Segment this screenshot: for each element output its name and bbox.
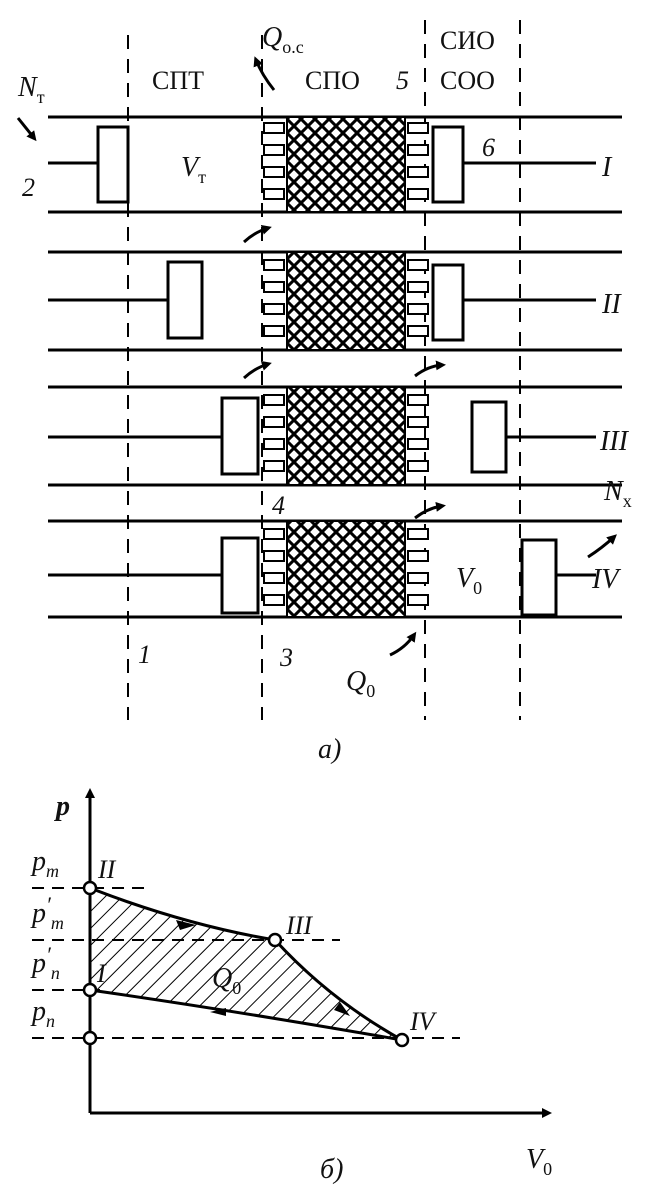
zone-label-spt: СПТ xyxy=(152,66,204,95)
label-6: 6 xyxy=(482,133,495,162)
part-b: p V0 pm p′m p′n pn II III I IV Q0 б) xyxy=(30,788,552,1185)
label-pn: pn xyxy=(30,996,55,1031)
label-pn-prime: p′n xyxy=(30,942,60,983)
piston-hot-4 xyxy=(220,536,260,615)
row-label-ii: II xyxy=(601,289,622,320)
point-origin-pn xyxy=(82,1030,98,1046)
regenerator-row-3 xyxy=(286,386,406,486)
volume-label-t: Vт xyxy=(181,152,206,187)
part-a: СПТ СПО СИО СОО 1 2 3 4 5 6 Qо.с Q0 Nт N… xyxy=(16,20,632,765)
label-1: 1 xyxy=(138,640,151,669)
point-ii xyxy=(82,880,98,896)
regenerator-row-2 xyxy=(286,251,406,351)
piston-hot-1 xyxy=(96,125,130,204)
piston-hot-2 xyxy=(166,260,204,340)
zone-label-sio: СИО xyxy=(440,26,495,55)
heat-label-bottom: Q0 xyxy=(346,666,375,701)
zone-label-spo: СПО xyxy=(305,66,360,95)
zone-label-soo: СОО xyxy=(440,66,495,95)
area-label-q0: Q0 xyxy=(212,963,241,998)
caption-a: а) xyxy=(318,734,341,765)
point-label-ii: II xyxy=(97,855,117,884)
label-2: 2 xyxy=(22,173,35,202)
piston-hot-3 xyxy=(220,396,260,476)
row-label-iv: IV xyxy=(591,564,621,595)
piston-cold-4 xyxy=(520,538,558,617)
volume-label-0: V0 xyxy=(456,563,482,598)
point-label-iv: IV xyxy=(409,1007,438,1036)
point-iii xyxy=(267,932,283,948)
point-iv xyxy=(394,1032,410,1048)
label-3: 3 xyxy=(279,643,293,672)
regenerator-row-1 xyxy=(286,116,406,213)
point-label-i: I xyxy=(96,959,107,988)
caption-b: б) xyxy=(320,1154,343,1185)
axis-y-label: p xyxy=(54,791,70,822)
point-label-iii: III xyxy=(285,911,313,940)
row-label-iii: III xyxy=(599,426,630,457)
label-pm-prime: p′m xyxy=(30,892,64,933)
regenerator-row-4 xyxy=(286,520,406,618)
power-label-x: Nx xyxy=(603,476,632,511)
piston-cold-1 xyxy=(431,125,465,204)
flow-arrows xyxy=(16,56,617,657)
label-5: 5 xyxy=(396,66,409,95)
axis-x-label: V0 xyxy=(526,1144,552,1179)
fins xyxy=(263,122,429,606)
point-i xyxy=(82,982,98,998)
cycle-arrows xyxy=(176,920,350,1016)
power-label-t: Nт xyxy=(17,72,45,107)
piston-cold-2 xyxy=(431,263,465,342)
label-4: 4 xyxy=(272,491,285,520)
label-pm: pm xyxy=(30,846,59,881)
piston-cold-3 xyxy=(470,400,508,474)
row-label-i: I xyxy=(601,152,613,183)
cycle-area xyxy=(88,885,403,1042)
heat-label-top: Qо.с xyxy=(262,22,304,57)
